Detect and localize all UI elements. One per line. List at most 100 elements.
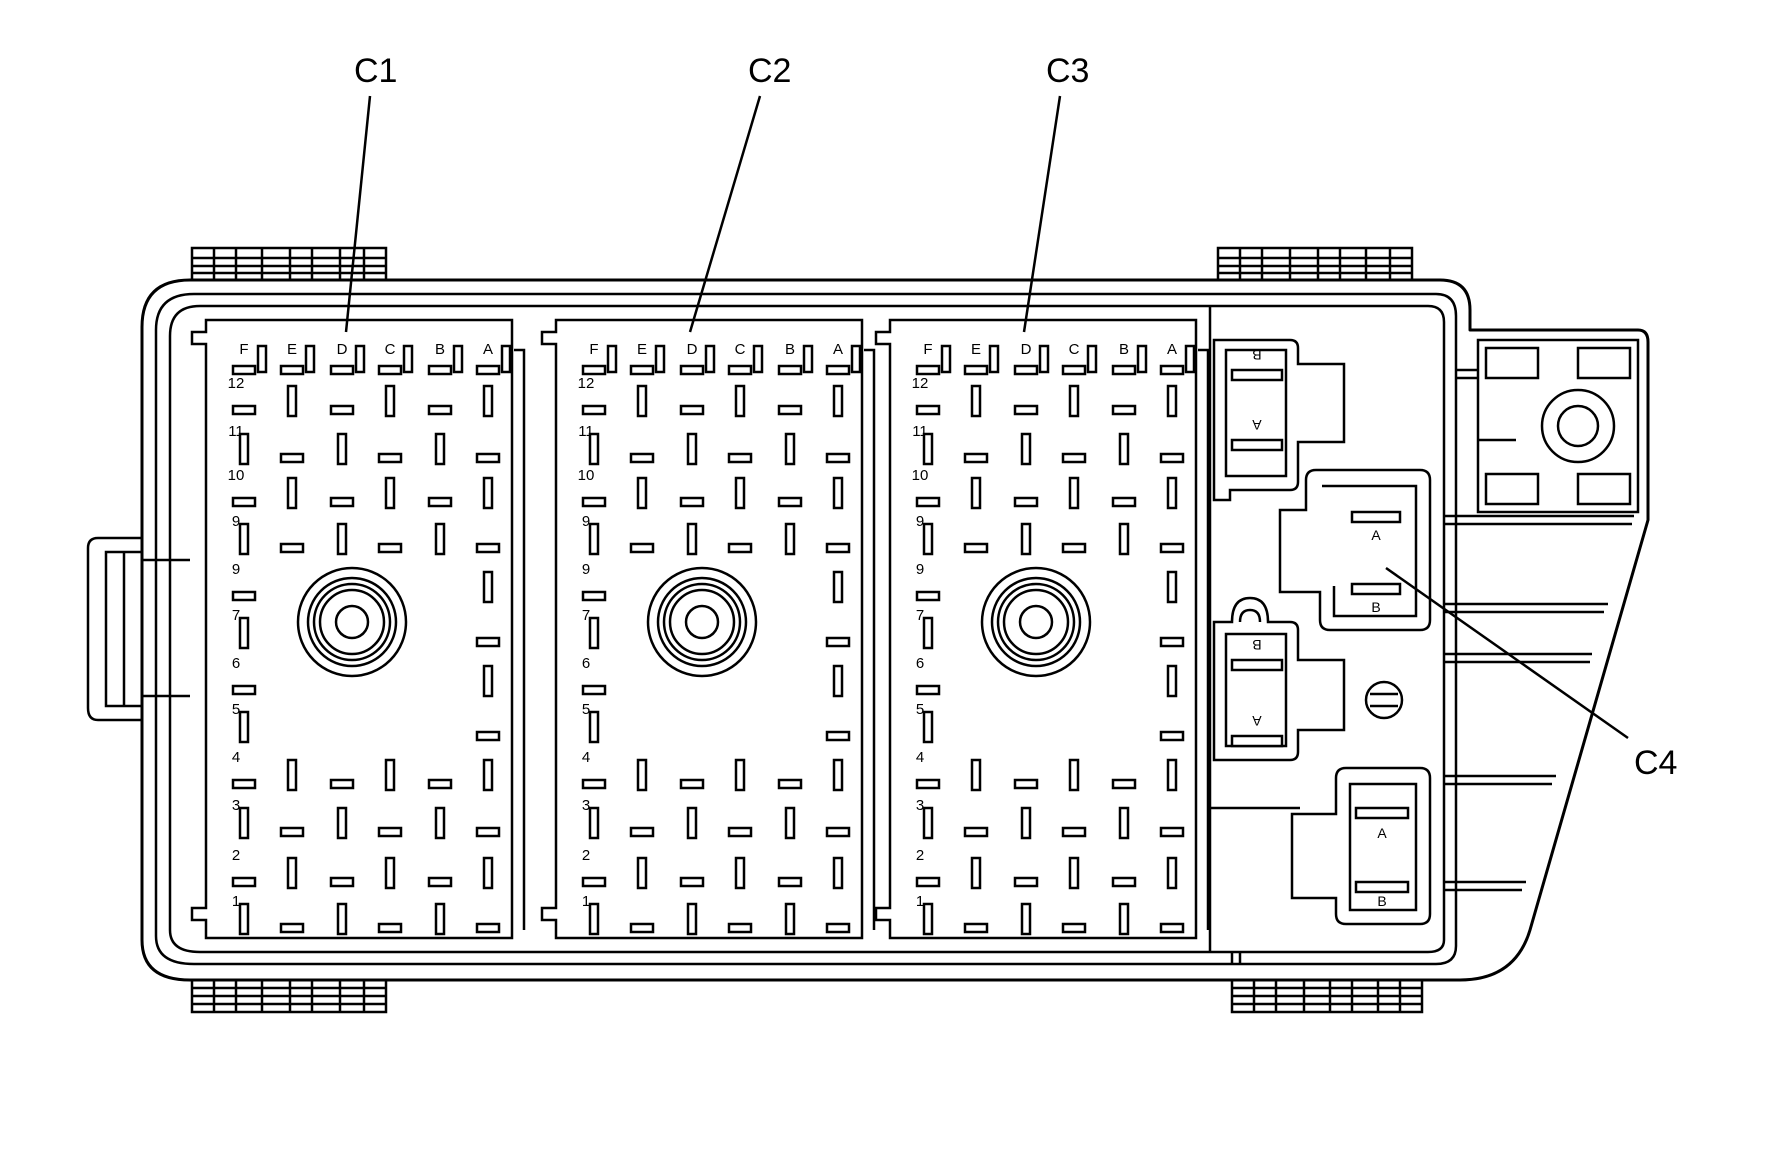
c2-pin [734,758,746,792]
c2-column-label: F [589,341,598,358]
c2-pin [588,902,600,936]
c1-pin [475,922,501,934]
right-ribs [1444,514,1634,892]
lower-left-label-b: B [1252,637,1261,653]
c3-row-label: 2 [916,847,924,864]
c1-pin [427,404,453,416]
c1-pin [231,404,257,416]
c3-pin [915,364,941,376]
bottom-right-label-b: B [1377,893,1386,909]
c1-row-label: 2 [232,847,240,864]
c2-pin [777,778,803,790]
c3-pin [970,476,982,510]
side-connector-upper-left: B A [1212,338,1346,502]
c2-pin [679,404,705,416]
c2-pin [734,476,746,510]
c2-pin [832,664,844,698]
c2-pin [825,636,851,648]
c2-pin [784,902,796,936]
c3-pin [922,432,934,466]
c3-pin [1159,364,1185,376]
c3-pin [1111,404,1137,416]
c1-pin [434,432,446,466]
c2-pin [629,542,655,554]
c3-pin [963,922,989,934]
c2-pin [784,522,796,556]
c3-row-label: 6 [916,655,924,672]
c3-pin [1013,778,1039,790]
right-mount-bracket [1456,338,1640,514]
c3-pin [970,856,982,890]
c2-pin [629,826,655,838]
c2-pin [588,806,600,840]
c2-pin [704,344,716,374]
c2-pin [825,452,851,464]
c2-pin [686,806,698,840]
c3-column-label: E [971,341,981,358]
c3-row-label: 5 [916,701,924,718]
c1-pin [434,522,446,556]
c1-pin [384,476,396,510]
c3-pin [1068,476,1080,510]
c2-pin [636,476,648,510]
c3-pin [1061,542,1087,554]
c2-center-bolt [684,604,720,640]
c2-pin [777,404,803,416]
c2-pin [832,384,844,418]
c2-pin [581,364,607,376]
c2-pin [679,364,705,376]
c1-pin [336,902,348,936]
c1-pin [304,344,316,374]
bottom-right-label-a: A [1377,825,1387,841]
c1-pin [238,616,250,650]
c2-center-bolt [662,582,742,662]
c3-pin [970,758,982,792]
c3-column-label: B [1119,341,1129,358]
c3-pin [1159,730,1185,742]
c3-pin [1068,758,1080,792]
c1-pin [427,778,453,790]
c1-pin [475,730,501,742]
housing [140,278,1650,982]
c1-pin [482,758,494,792]
callout-c1: C1 [354,52,397,90]
c2-pin [734,856,746,890]
c3-pin [1061,364,1087,376]
c2-pin [734,384,746,418]
c1-pin [482,384,494,418]
c1-pin [475,826,501,838]
c2-pin [686,522,698,556]
c3-row-label: 9 [916,513,924,530]
bottom-tab-left [190,978,388,1014]
c2-pin [679,778,705,790]
c3-pin [1061,452,1087,464]
lower-screw [1364,680,1404,720]
c1-pin [329,404,355,416]
c1-pin [279,452,305,464]
c1-column-label: D [337,341,348,358]
c1-column-label: A [483,341,493,358]
c3-pin [1020,522,1032,556]
c1-pin [329,364,355,376]
c2-pin [636,384,648,418]
c1-pin [377,542,403,554]
c3-pin [1166,570,1178,604]
c3-pin [1166,664,1178,698]
c2-column-label: C [735,341,746,358]
c2-pin [802,344,814,374]
c3-column-label: D [1021,341,1032,358]
c1-pin [279,364,305,376]
c1-pin [238,902,250,936]
top-tab-left [190,246,388,282]
c3-pin [915,496,941,508]
middle-right-label-b: B [1371,599,1380,615]
c3-pin [922,522,934,556]
c2-pin [686,902,698,936]
c2-center-bolt [646,566,758,678]
c1-pin [377,922,403,934]
c2-pin [636,856,648,890]
leader-c4 [1385,566,1629,740]
c2-row-label: 6 [582,655,590,672]
